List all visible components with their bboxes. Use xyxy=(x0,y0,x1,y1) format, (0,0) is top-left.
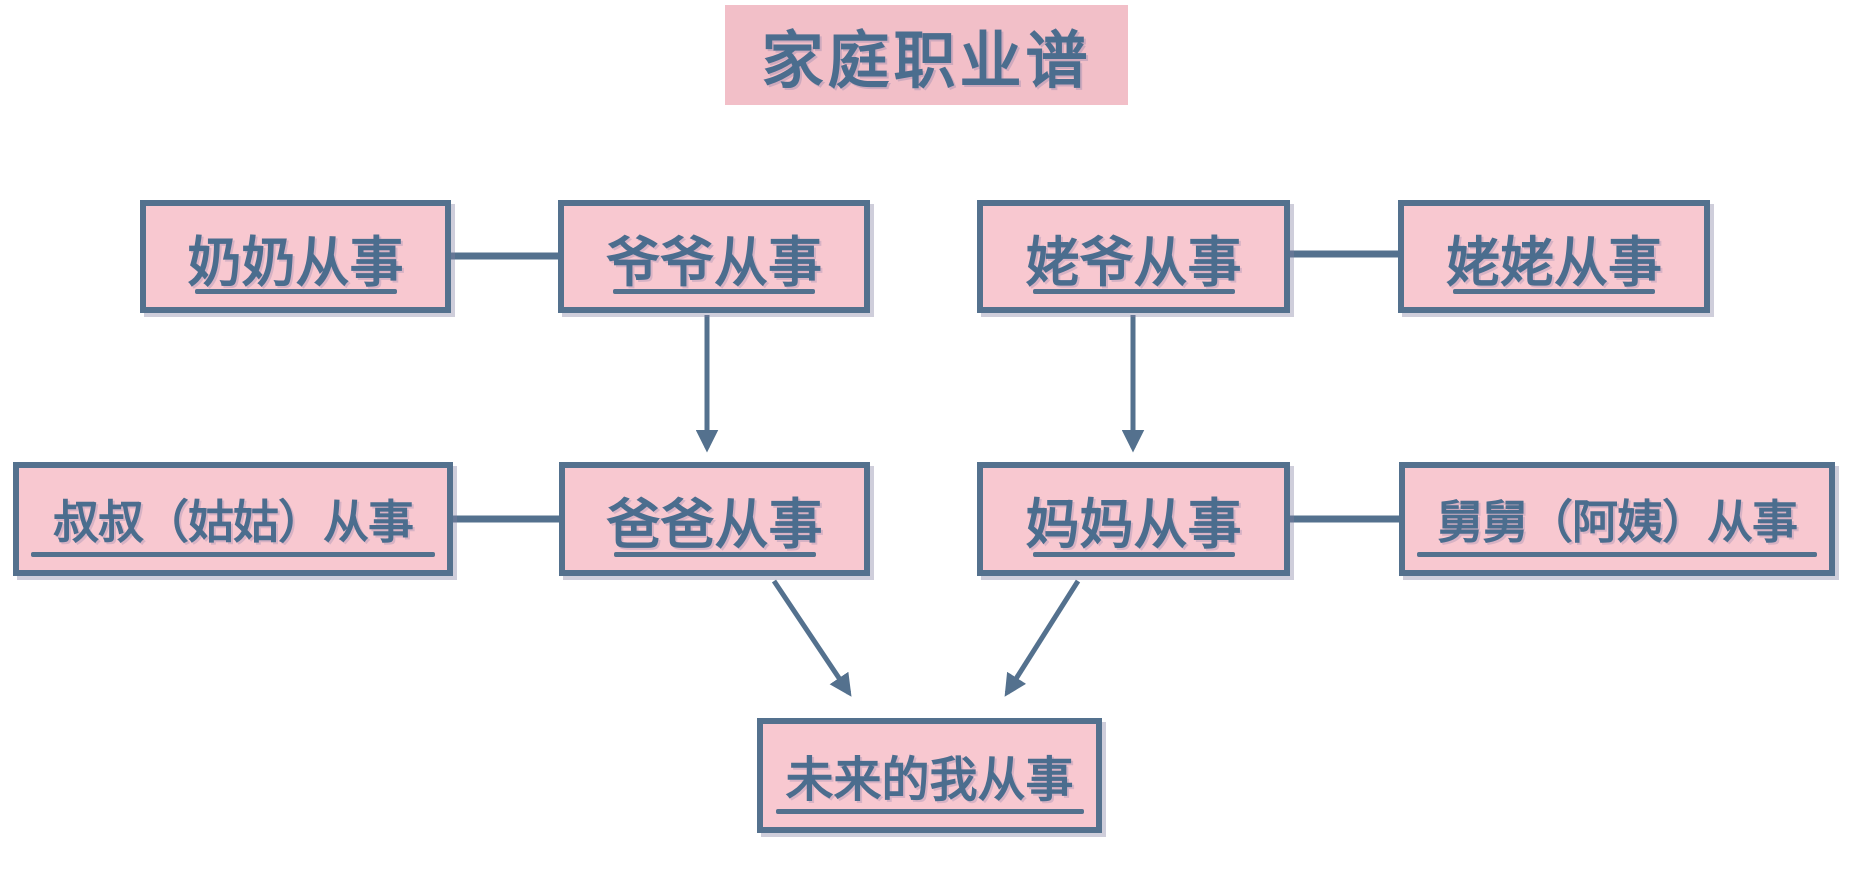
blank-underline xyxy=(1032,289,1235,294)
edge-mother-to-future-me xyxy=(1004,579,1081,697)
node-father: 爸爸从事 xyxy=(559,462,870,576)
node-label: 爷爷从事 xyxy=(606,231,822,294)
node-grandpa-paternal: 爷爷从事 xyxy=(558,200,870,313)
node-grandma-maternal: 姥姥从事 xyxy=(1398,200,1710,313)
node-label: 未来的我从事 xyxy=(785,752,1074,808)
node-label: 叔叔（姑姑）从事 xyxy=(53,495,414,549)
blank-underline xyxy=(613,552,816,557)
blank-underline xyxy=(1417,552,1817,557)
node-label: 爸爸从事 xyxy=(606,493,823,556)
edge-father-to-future-me xyxy=(771,579,852,697)
blank-underline xyxy=(31,552,435,557)
page-title: 家庭职业谱 xyxy=(725,5,1128,105)
blank-underline xyxy=(775,809,1084,814)
node-future-me: 未来的我从事 xyxy=(757,718,1102,833)
node-grandma-paternal: 奶奶从事 xyxy=(140,200,451,313)
node-label: 姥爷从事 xyxy=(1025,231,1242,294)
node-label: 舅舅（阿姨）从事 xyxy=(1437,495,1798,549)
node-grandpa-maternal: 姥爷从事 xyxy=(977,200,1290,313)
node-uncle-aunt-maternal: 舅舅（阿姨）从事 xyxy=(1399,462,1835,576)
node-uncle-aunt-paternal: 叔叔（姑姑）从事 xyxy=(13,462,453,576)
node-mother: 妈妈从事 xyxy=(977,462,1290,576)
blank-underline xyxy=(1032,552,1235,557)
blank-underline xyxy=(1453,289,1655,294)
blank-underline xyxy=(613,289,815,294)
blank-underline xyxy=(194,289,397,294)
node-label: 奶奶从事 xyxy=(187,231,404,294)
node-label: 姥姥从事 xyxy=(1446,231,1662,294)
node-label: 妈妈从事 xyxy=(1025,493,1242,556)
